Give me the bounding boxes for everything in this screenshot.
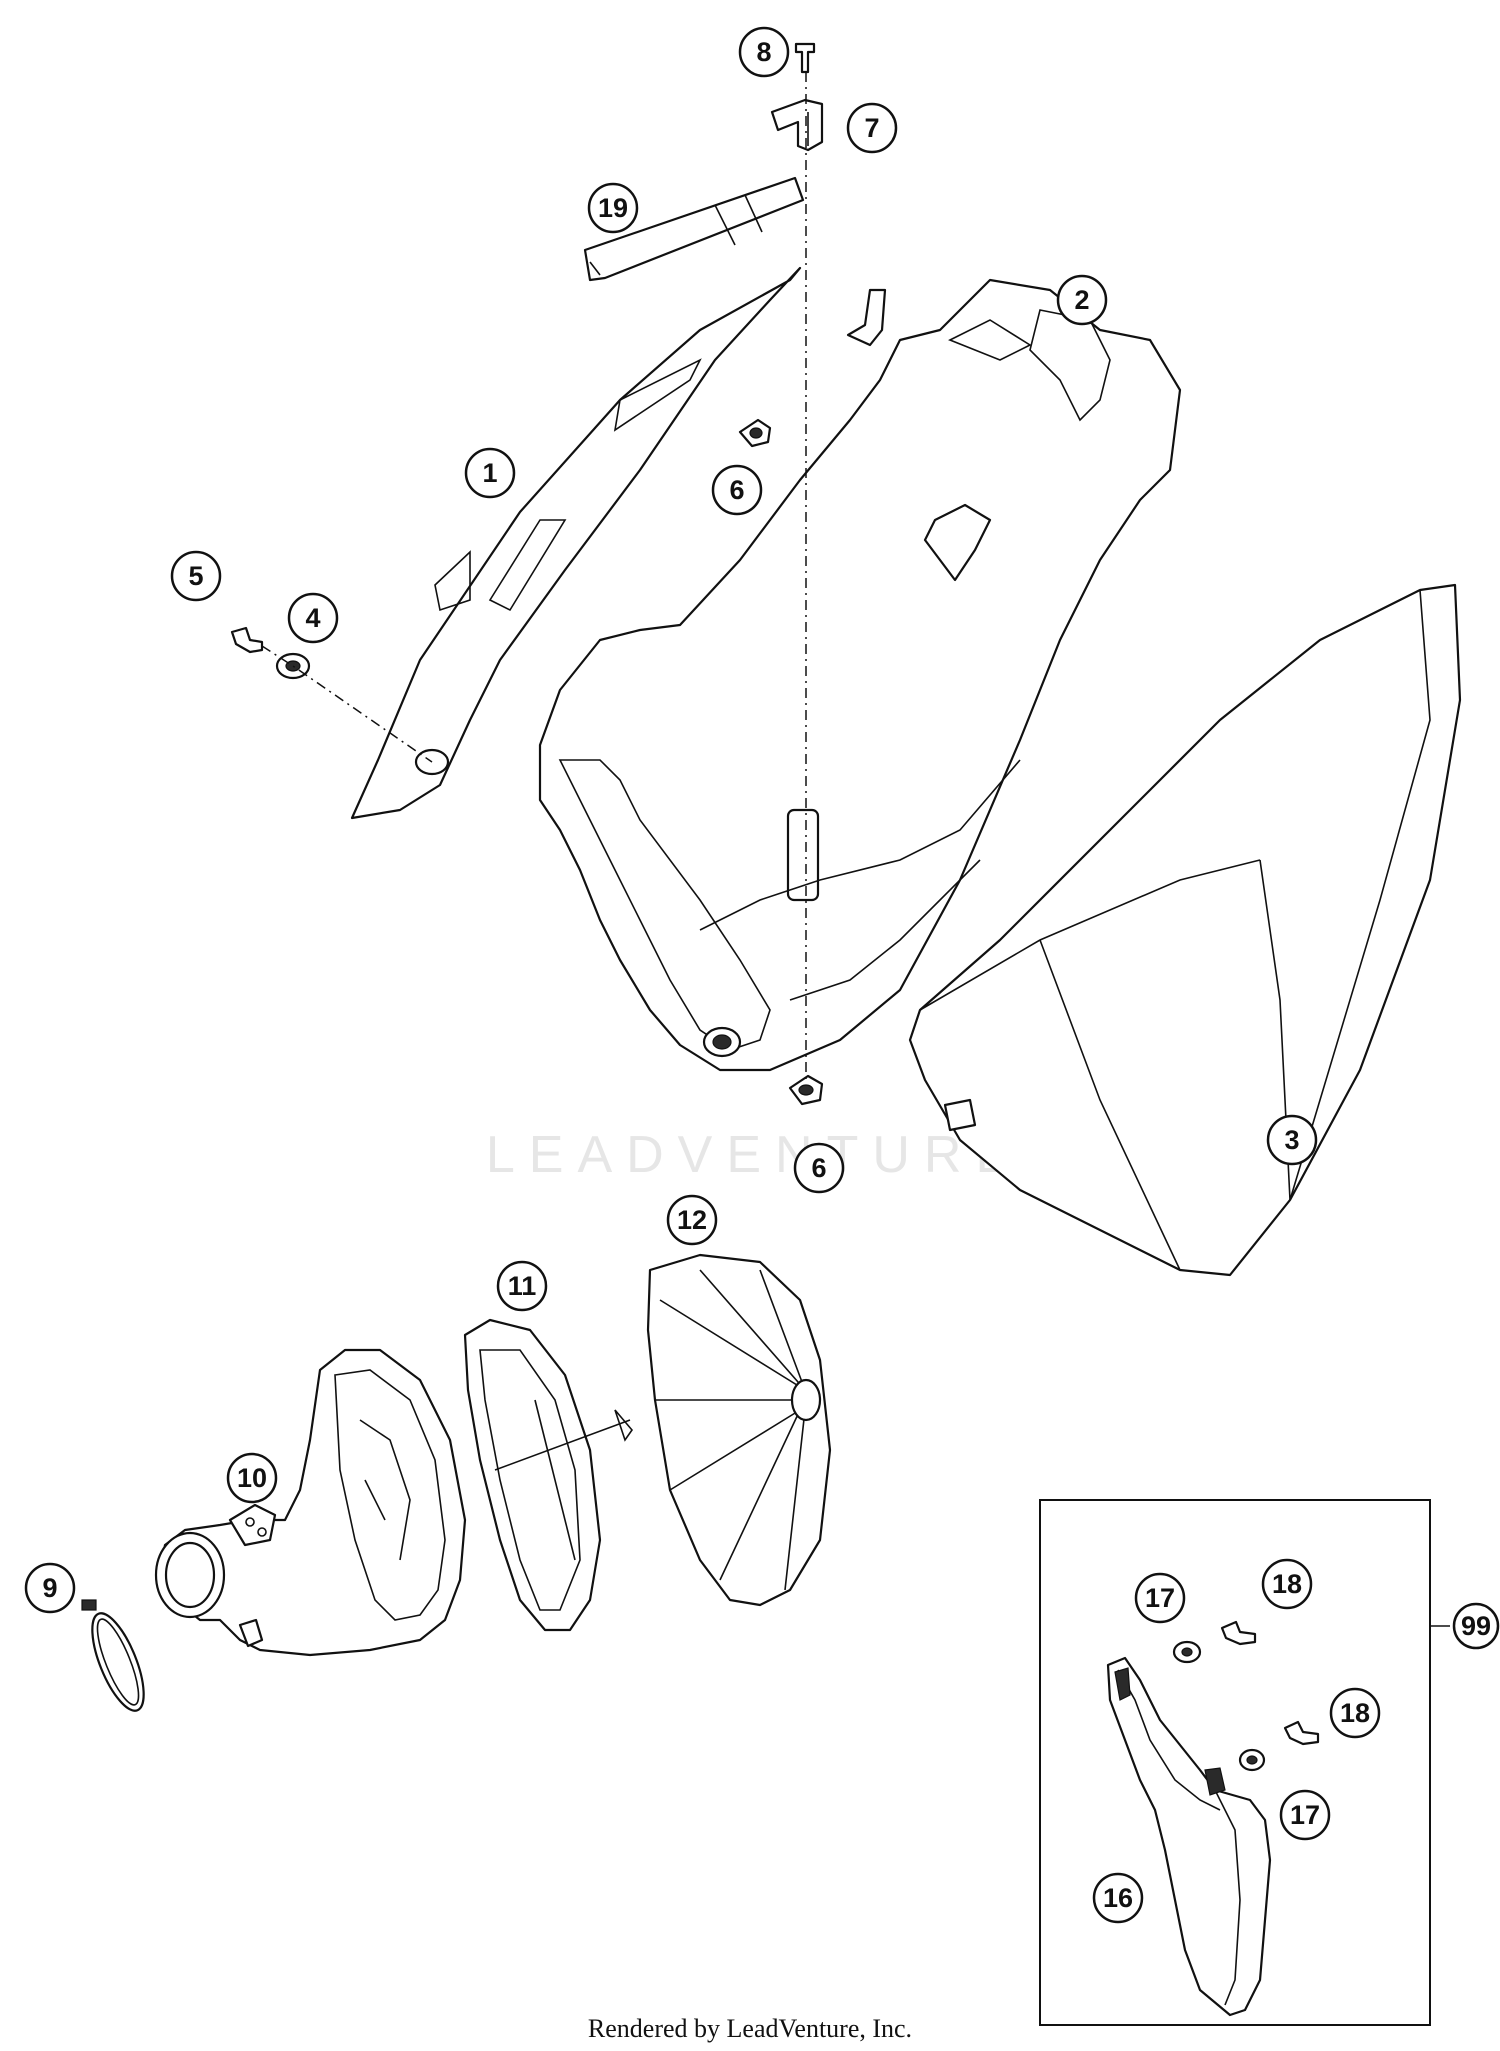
callout-3: 3 <box>1266 1114 1318 1166</box>
callout-10: 10 <box>226 1452 278 1504</box>
callout-19: 19 <box>587 182 639 234</box>
part-10-intake-boot <box>154 1348 467 1657</box>
part-18-bolt-lower <box>1283 1720 1320 1746</box>
part-7-clip <box>770 98 824 152</box>
svg-text:17: 17 <box>1145 1583 1175 1613</box>
svg-text:11: 11 <box>508 1271 537 1301</box>
part-11-filter-cage <box>463 1318 634 1632</box>
part-19-strap <box>583 176 805 282</box>
part-1-side-panel <box>350 266 802 820</box>
callout-2: 2 <box>1056 274 1108 326</box>
callout-4: 4 <box>287 592 339 644</box>
callout-12: 12 <box>666 1194 718 1246</box>
svg-text:19: 19 <box>598 193 628 223</box>
svg-text:7: 7 <box>864 113 879 143</box>
callout-7: 7 <box>846 102 898 154</box>
part-5-bolt <box>230 626 264 654</box>
svg-text:5: 5 <box>188 561 203 591</box>
svg-text:12: 12 <box>677 1205 707 1235</box>
part-17-washer-upper <box>1172 1640 1202 1664</box>
callout-9: 9 <box>24 1562 76 1614</box>
svg-text:6: 6 <box>811 1153 826 1183</box>
watermark: LEADVENTURE <box>486 1126 1024 1184</box>
part-17-washer-lower <box>1238 1748 1266 1772</box>
callout-11: 11 <box>496 1260 548 1312</box>
svg-text:8: 8 <box>756 37 771 67</box>
svg-text:2: 2 <box>1074 285 1089 315</box>
callout-99: 99 <box>1452 1602 1500 1650</box>
svg-text:6: 6 <box>729 475 744 505</box>
callout-18-upper: 18 <box>1261 1558 1313 1610</box>
callout-6-bottom: 6 <box>793 1142 845 1194</box>
callout-8: 8 <box>738 26 790 78</box>
svg-text:18: 18 <box>1340 1698 1370 1728</box>
svg-text:18: 18 <box>1272 1569 1302 1599</box>
svg-text:3: 3 <box>1284 1125 1299 1155</box>
callout-17-upper: 17 <box>1134 1572 1186 1624</box>
part-18-bolt-upper <box>1220 1620 1257 1646</box>
callout-16: 16 <box>1092 1872 1144 1924</box>
callout-5: 5 <box>170 550 222 602</box>
svg-text:99: 99 <box>1461 1611 1491 1641</box>
part-6-grommet-top <box>738 418 772 448</box>
callout-6-top: 6 <box>711 464 763 516</box>
callout-18-lower: 18 <box>1329 1687 1381 1739</box>
svg-text:4: 4 <box>305 603 320 633</box>
callout-17-lower: 17 <box>1279 1789 1331 1841</box>
kit-99-box <box>1039 1499 1431 2026</box>
part-6-grommet-bottom <box>788 1074 824 1106</box>
callout-1: 1 <box>464 447 516 499</box>
part-12-filter <box>646 1253 832 1607</box>
svg-text:1: 1 <box>482 458 497 488</box>
svg-text:16: 16 <box>1103 1883 1133 1913</box>
part-16-rear-panel <box>1106 1656 1272 2017</box>
footer-credit: Rendered by LeadVenture, Inc. <box>588 2014 912 2043</box>
svg-text:9: 9 <box>42 1573 57 1603</box>
svg-text:17: 17 <box>1290 1800 1320 1830</box>
part-2-airbox-frame <box>538 278 1182 1072</box>
svg-text:10: 10 <box>237 1463 267 1493</box>
part-8-screw <box>794 42 816 74</box>
part-9-clamp <box>81 1599 145 1712</box>
